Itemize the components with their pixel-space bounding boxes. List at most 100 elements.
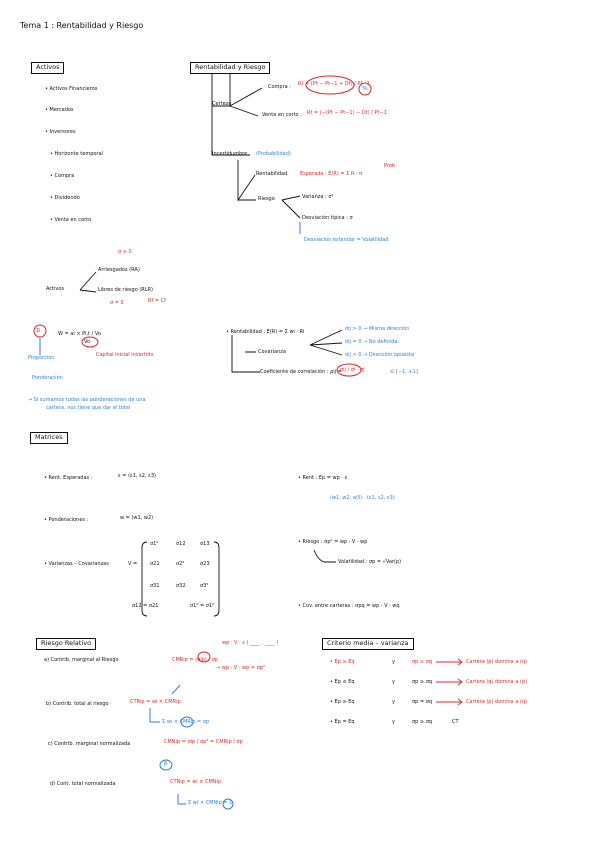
page-title: Tema 1 : Rentabilidad y Riesgo [20,21,144,30]
a-note-1: wp · V · ε ( ____ , ____ ) [222,640,279,646]
list-item: • Horizonte temporal [50,151,103,157]
a-note-2: → wp · V · wp = σp² [216,665,265,671]
d-sum: Σ wi × CMNip = 1 [188,800,233,806]
percent-mark: % [362,85,368,92]
crit-y: y [392,699,395,705]
covarianza-label: Covarianza [258,349,286,355]
matrix-cell: σ32 [176,583,186,589]
c-beta: β [164,761,168,767]
crit-y: y [392,679,395,685]
ponderaciones-label: • Ponderaciones : [44,517,89,523]
compra-formula: Rt = (Pt − Pt−1 + Dt) / Pt−1 [298,81,370,87]
riesgo-right: • Riesgo : σp² = wp · V · wp [298,539,368,545]
sum-circle: Σi [36,328,41,334]
riesgo-label: Riesgo [258,196,275,202]
rentabilidad-riesgo-box: Rentabilidad y Riesgo [190,62,271,74]
esperada-formula: Esperada : E(R) = Σ R · π [300,171,363,177]
venta-label: Venta en corto : [262,112,302,118]
symmetry-1: σ12 = σ21 [132,603,159,609]
list-item: • Inversores [45,129,76,135]
libres-label: Libres de riesgo (RLR) [98,287,153,293]
cov-carteras: • Cov. entre carteras : σpq = wp · V · w… [298,603,400,609]
rho-range: ∈ [−1, +1] [390,369,418,375]
incertidumbre-note: (Probabilidad) [256,151,291,157]
rentabilidad-eq: • Rentabilidad : E(R) = Σ wi · Ri [226,329,305,335]
sigma-eq: σij = 0 → No definida [345,339,398,345]
list-item: • Mercados [45,107,74,113]
c-label: c) Contrib. marginal normalizada [48,741,131,747]
rho-fraction: σij / σi · σj [340,367,365,373]
vo-circle: Vo [84,339,91,345]
ponderacion-label: Ponderación [32,375,63,381]
matrix-cell: σ31 [150,583,160,589]
crit-left: • Ep ≤ Eq [330,679,355,685]
crit-y: y [392,719,395,725]
matrix-cell: σ1² [150,541,159,547]
list-item: • Activos Financieros [45,86,98,92]
sigma-zero: σ = 0 [110,300,124,306]
proporcion-label: Proporción [28,355,55,361]
matrix-cell: σ2² [176,561,185,567]
list-item: • Dividendo [50,195,80,201]
matrix-cell: σ23 [200,561,210,567]
capital-note: Capital inicial invertido [96,352,154,358]
matrices-box: Matrices [30,432,68,444]
crit-right: CT [452,719,459,725]
crit-right: Cartera (p) domina a (q) [466,659,528,665]
d-formula: CTNip = wi × CMNip [170,779,222,785]
volatilidad-label: Volatilidad : σp = √Var(p) [338,559,402,565]
matrix-cell: σ12 [176,541,186,547]
crit-right: Cartera (p) domina a (q) [466,699,528,705]
riesgo-relativo-box: Riesgo Relativo [36,638,97,650]
b-sum: Σ wi × CMRip = σp [162,719,210,725]
list-item: • Venta en corto [50,217,92,223]
crit-mid: σp ≥ σq [412,679,433,685]
vector-w: w = (w1, w2) [120,515,154,521]
matrix-cell: σ21 [150,561,160,567]
symmetry-2: σ1² = σ1² [190,603,215,609]
crit-mid: σp ≥ σq [412,719,433,725]
crit-right: Cartera (q) domina a (p) [466,679,528,685]
crit-mid: σp ≤ σq [412,659,433,665]
b-label: b) Contrib. total al riesgo [46,701,109,707]
arriesgados-label: Arriesgados (RA) [98,267,140,273]
w-formula: W = ai × Pi,t / Vo [58,331,101,337]
a-label: a) Contrib. marginal al Riesgo [44,657,119,663]
desviacion-note: Desviación estandar = Volatilidad [304,237,389,243]
v-label: V = [128,561,138,567]
sigma-gt: σij > 0 → Misma dirección [345,326,410,332]
var-cov-label: • Varianzas – Covarianzas [44,561,109,567]
prob-mark: Prob [384,163,396,169]
rent-right: • Rent : Ep = wp · ε [298,475,348,481]
vector-e: ε = (ε1, ε2, ε3) [118,473,156,479]
sigma-lt: σij < 0 → Dirección opuesta [345,352,414,358]
crit-left: • Ep ≥ Eq [330,659,355,665]
rent-esperadas-label: • Rent. Esperadas : [44,475,93,481]
matrix-cell: σ3² [200,583,209,589]
blue-note-2: cartera, nos tiene que dar el total [46,405,131,411]
compra-label: Compra : [268,84,291,90]
crit-left: • Ep ≥ Eq [330,699,355,705]
rf-label: Rf = Cf [148,298,166,304]
incertidumbre-label: Incertidumbre [212,151,248,157]
rent-vector: (w1, w2, w3) · (ε1, ε2, ε3) [330,495,395,501]
activos-root: Activos [46,286,65,292]
correlacion-label: Coeficiente de correlación : ρij = [260,369,342,375]
certeza-label: Certeza [212,101,232,107]
desviacion-label: Desviación típica : σ [302,215,353,221]
activos-box: Activos [31,62,65,74]
crit-left: • Ep = Eq [330,719,355,725]
criterio-box: Criterio media – varianza [322,638,414,650]
crit-y: y [392,659,395,665]
a-formula: CMRip = (σip) / σp [172,657,219,663]
varianza-label: Varianza : σ² [302,194,334,200]
crit-mid: σp = σq [412,699,433,705]
sigma-positive: σ ≥ 0 [118,249,132,255]
list-item: • Compra [50,173,75,179]
rentabilidad-label: Rentabilidad [256,171,288,177]
c-formula: CMNip = σip / σp² = CMRip / σp [164,739,243,745]
b-formula: CTRip = wi × CMRip [130,699,181,705]
blue-note-1: → Si sumamos todas las ponderaciones de … [28,397,146,403]
